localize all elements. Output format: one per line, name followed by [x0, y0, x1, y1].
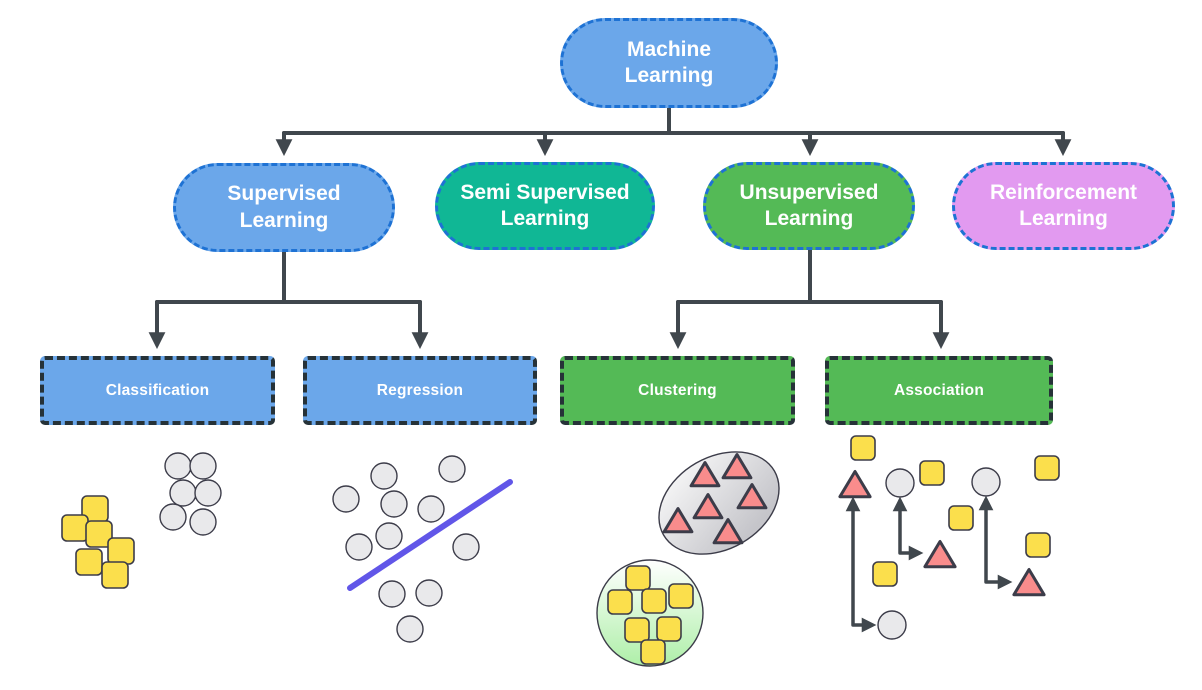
- gray-circle: [370, 462, 398, 490]
- yellow-square: [850, 435, 876, 461]
- node-label: Clustering: [638, 381, 717, 399]
- yellow-square: [641, 588, 667, 614]
- pink-triangle: [923, 539, 957, 569]
- yellow-square: [624, 617, 650, 643]
- yellow-square: [668, 583, 694, 609]
- pink-triangle: [721, 453, 753, 480]
- gray-circle: [396, 615, 424, 643]
- yellow-square: [61, 514, 89, 542]
- node-reinforcement-learning: Reinforcement Learning: [952, 162, 1175, 250]
- node-machine-learning: Machine Learning: [560, 18, 778, 108]
- node-label: Unsupervised Learning: [739, 180, 879, 230]
- pink-triangle: [1012, 567, 1046, 597]
- yellow-square: [607, 589, 633, 615]
- node-supervised-learning: Supervised Learning: [173, 163, 395, 252]
- yellow-square: [919, 460, 945, 486]
- yellow-square: [640, 639, 666, 665]
- node-label: Machine Learning: [624, 37, 714, 87]
- yellow-square: [85, 520, 113, 548]
- node-label: Classification: [105, 381, 210, 399]
- node-label: Supervised Learning: [227, 182, 341, 232]
- node-unsupervised-learning: Unsupervised Learning: [703, 162, 915, 250]
- gray-circle: [189, 452, 217, 480]
- pink-triangle: [712, 518, 744, 545]
- node-semi-supervised-learning: Semi Supervised Learning: [435, 162, 655, 250]
- pink-triangle: [692, 493, 724, 520]
- node-label: Association: [893, 381, 985, 399]
- gray-circle: [164, 452, 192, 480]
- node-regression: Regression: [303, 356, 537, 425]
- gray-circle: [438, 455, 466, 483]
- gray-circle: [885, 468, 915, 498]
- association-arrow: [845, 496, 877, 633]
- gray-circle: [971, 467, 1001, 497]
- yellow-square: [1034, 455, 1060, 481]
- node-label: Semi Supervised Learning: [460, 180, 630, 230]
- association-arrow: [978, 495, 1013, 590]
- regression-line: [347, 479, 513, 591]
- gray-circle: [375, 522, 403, 550]
- gray-circle: [417, 495, 445, 523]
- yellow-square: [101, 561, 129, 589]
- node-label: Reinforcement Learning: [989, 180, 1138, 230]
- node-label: Regression: [376, 381, 464, 399]
- gray-circle: [378, 580, 406, 608]
- cluster-ellipse: [658, 451, 780, 555]
- gray-circle: [159, 503, 187, 531]
- gray-circle: [452, 533, 480, 561]
- gray-circle: [194, 479, 222, 507]
- pink-triangle: [689, 461, 721, 488]
- association-arrow: [892, 496, 924, 561]
- yellow-square: [75, 548, 103, 576]
- yellow-square: [107, 537, 135, 565]
- node-clustering: Clustering: [560, 356, 795, 425]
- yellow-square: [1025, 532, 1051, 558]
- node-classification: Classification: [40, 356, 275, 425]
- gray-circle: [169, 479, 197, 507]
- gray-circle: [877, 610, 907, 640]
- yellow-square: [948, 505, 974, 531]
- node-association: Association: [825, 356, 1053, 425]
- gray-circle: [189, 508, 217, 536]
- pink-triangle: [736, 483, 768, 510]
- yellow-square: [872, 561, 898, 587]
- pink-triangle: [662, 507, 694, 534]
- pink-triangle: [838, 469, 872, 499]
- gray-circle: [380, 490, 408, 518]
- yellow-square: [625, 565, 651, 591]
- yellow-square: [656, 616, 682, 642]
- gray-circle: [345, 533, 373, 561]
- gray-circle: [332, 485, 360, 513]
- gray-circle: [415, 579, 443, 607]
